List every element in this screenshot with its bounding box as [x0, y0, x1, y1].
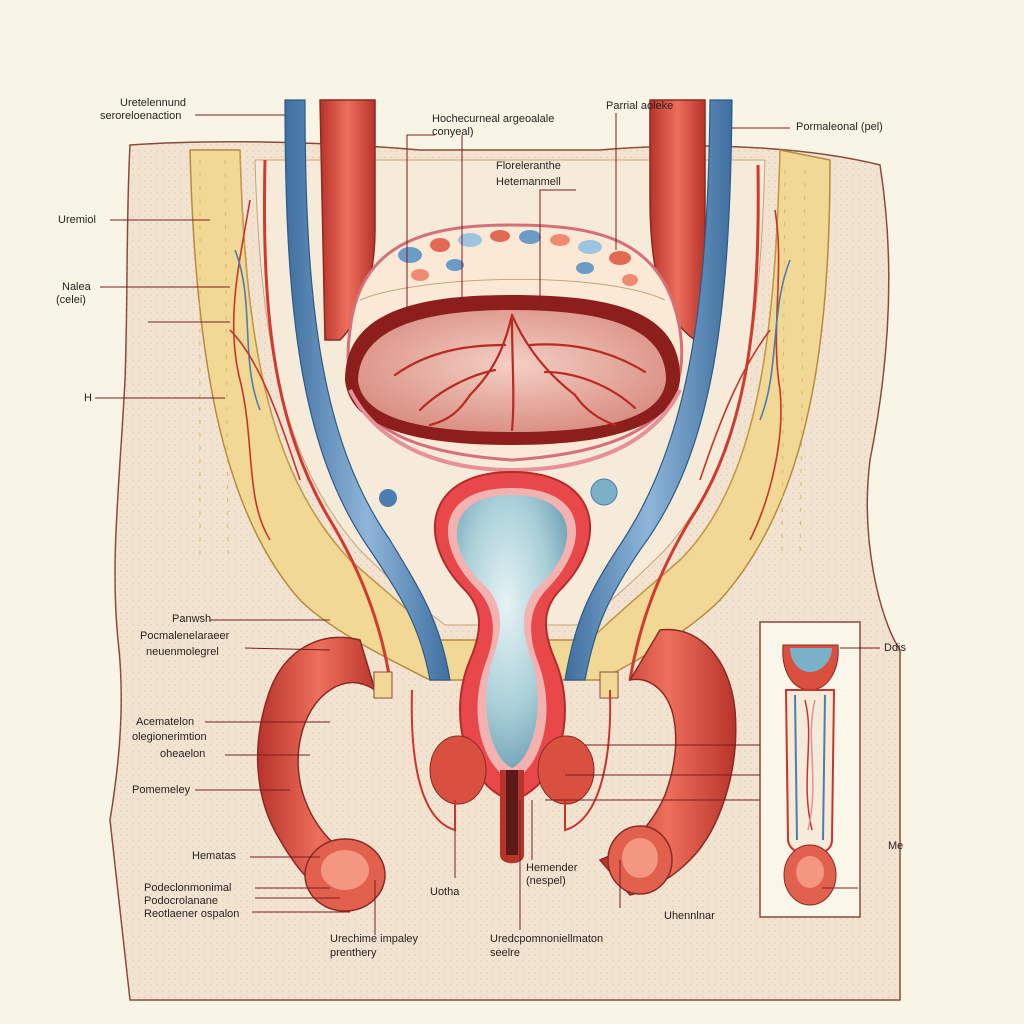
label-left-2b: (celei)	[56, 294, 86, 306]
inset-panel	[759, 621, 861, 918]
label-left-6a: Acematelon	[136, 716, 195, 728]
label-left-9a: Podeclonmonimal	[144, 882, 232, 894]
label-bottom-4a: Hemender	[526, 862, 578, 874]
label-right-1: Ddis	[884, 642, 907, 654]
label-left-8: Hematas	[192, 850, 237, 862]
label-left-4: Panwsh	[172, 613, 212, 625]
label-top-right-a: Parrial aoleke	[606, 100, 674, 112]
label-bottom-1b: prenthery	[330, 947, 377, 959]
label-left-3: H	[84, 392, 92, 404]
label-bottom-3b: seelre	[490, 947, 520, 959]
main-vessels	[229, 99, 791, 681]
label-mid-center-2: Hetemanmell	[496, 176, 561, 188]
label-mid-center-1: Floreleranthe	[496, 160, 561, 172]
label-bottom-2: Uotha	[430, 886, 460, 898]
label-top-center-2: conyeal)	[432, 126, 474, 138]
label-left-1: Uremiol	[58, 214, 96, 226]
label-top-left-2: seroreloenaction	[100, 110, 182, 122]
label-bottom-4b: (nespel)	[526, 875, 566, 887]
label-left-5a: Pocmalenelaraeer	[140, 630, 230, 642]
label-top-left-1: Uretelennund	[120, 97, 187, 109]
label-left-6c: oheaelon	[160, 748, 206, 760]
label-bottom-5: Uhennlnar	[664, 910, 715, 922]
label-left-6b: olegionerimtion	[132, 731, 207, 743]
label-left-5b: neuenmolegrel	[146, 646, 219, 658]
curved-tubes	[256, 628, 737, 912]
leader-lines	[95, 113, 880, 935]
label-left-9b: Podocrolanane	[144, 895, 219, 907]
label-top-right-b: Pormaleonal (pel)	[796, 121, 883, 133]
label-left-7: Pomemeley	[132, 784, 191, 796]
label-top-center-1: Hochecurneal argeoalale	[432, 113, 555, 125]
label-bottom-3a: Uredcpomnoniellmaton	[490, 933, 604, 945]
bladder-body	[429, 470, 595, 864]
cavity	[345, 223, 684, 473]
label-right-2: Me	[888, 840, 904, 852]
label-bottom-1a: Urechime impaley	[330, 933, 419, 945]
label-left-2a: Nalea	[62, 281, 91, 293]
label-left-9c: Reotlaener ospalon	[144, 908, 240, 920]
